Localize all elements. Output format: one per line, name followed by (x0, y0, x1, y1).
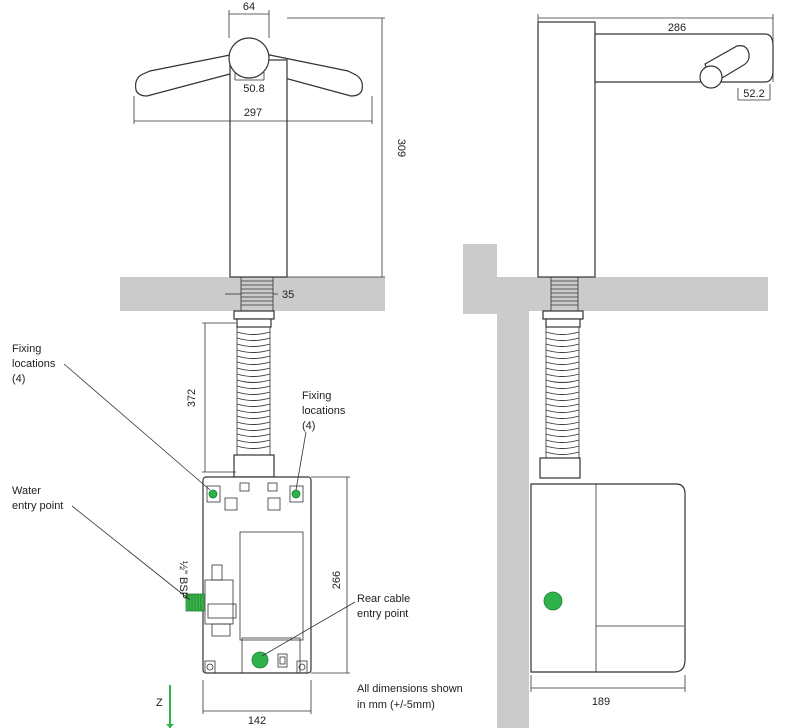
counter-slab-front (120, 277, 385, 311)
dim-box-width: 142 (248, 715, 266, 727)
leader-water-entry (71, 505, 191, 601)
counter-slab-side (463, 277, 768, 311)
wall-vertical (497, 311, 529, 728)
dim-stem-width: 64 (243, 1, 255, 13)
label-fixing-right: Fixing locations (4) (302, 390, 348, 432)
z-axis-label: Z (156, 697, 163, 709)
dim-thread-diameter: 35 (282, 289, 294, 301)
side-stem (537, 21, 596, 278)
hose-end-fitting (233, 454, 275, 478)
dim-side-reach: 286 (668, 22, 686, 34)
fixing-location-tr (291, 489, 301, 499)
dim-arm-span: 297 (244, 107, 262, 119)
label-bsp: ½" BSP (177, 561, 189, 599)
fixing-location-tl (208, 489, 218, 499)
dim-lines-side (530, 14, 774, 692)
rear-cable-entry-point (251, 651, 269, 669)
dim-box-height: 266 (331, 571, 343, 589)
pcb-panel (239, 531, 304, 641)
dim-tap-height: 309 (395, 139, 407, 157)
label-rear-cable: Rear cable entry point (357, 593, 413, 620)
dim-outlet-diameter: 52.2 (743, 88, 764, 100)
control-box-side (530, 483, 686, 673)
dim-lines-front (133, 10, 385, 714)
label-fixing-left: Fixing locations (4) (12, 343, 58, 385)
thread-lines (241, 280, 273, 306)
control-box-front (185, 476, 312, 674)
dim-hose-length: 372 (186, 389, 198, 407)
flexible-hose (233, 327, 275, 478)
cable-panel (241, 637, 301, 674)
hose-nut (233, 310, 275, 320)
tap-head (228, 37, 270, 79)
dim-box-depth: 189 (592, 696, 610, 708)
side-outlet (699, 45, 750, 89)
label-water-entry: Water entry point (12, 485, 63, 512)
leader-fixing-left (63, 363, 211, 491)
leader-rear-cable (261, 601, 356, 657)
hose-nut-lower (236, 318, 272, 328)
z-axis-arrow: Z (156, 685, 174, 728)
note-dimensions: All dimensions shown in mm (+/-5mm) (357, 683, 466, 711)
front-view: Z 64 (12, 1, 466, 728)
leader-fixing-right (295, 431, 307, 491)
side-cable-entry (543, 591, 563, 611)
tap-stem (229, 59, 288, 278)
side-view: 286 52.2 189 (463, 14, 774, 728)
dim-head-diameter: 50.8 (243, 83, 264, 95)
